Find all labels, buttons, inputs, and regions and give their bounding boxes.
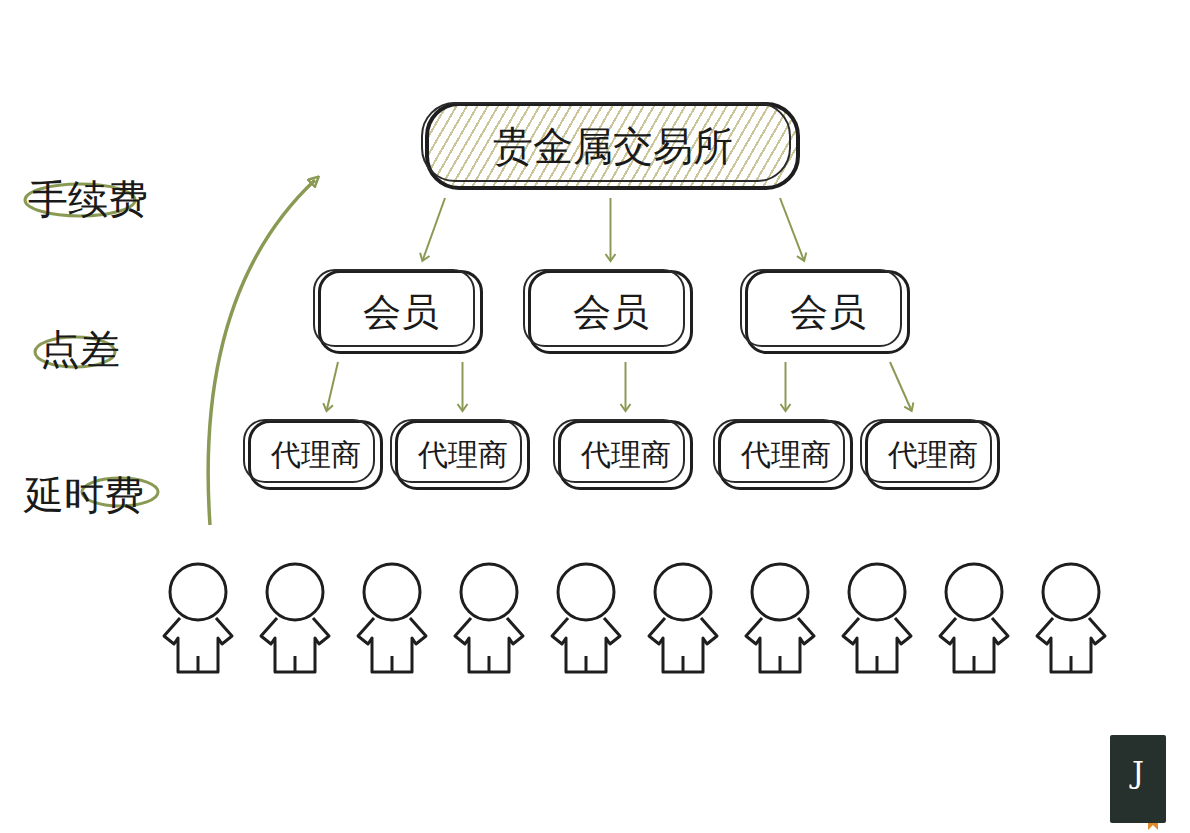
person-figure — [261, 564, 329, 672]
person-figure — [746, 564, 814, 672]
box-label: 会员 — [573, 287, 649, 338]
org-box: 代理商 — [865, 420, 1000, 490]
box-label: 代理商 — [271, 435, 361, 476]
flow-arrow — [785, 362, 787, 410]
org-box: 代理商 — [718, 420, 853, 490]
flow-arrow — [462, 362, 464, 410]
flow-arrow — [208, 180, 315, 525]
box-label: 代理商 — [741, 435, 831, 476]
org-box: 代理商 — [558, 420, 693, 490]
fee-label: 点差 — [40, 322, 120, 377]
box-label: 会员 — [790, 287, 866, 338]
org-box: 代理商 — [395, 420, 530, 490]
person-figure — [649, 564, 717, 672]
person-figure — [843, 564, 911, 672]
flow-arrow — [780, 198, 804, 260]
person-figure — [455, 564, 523, 672]
org-box: 会员 — [745, 270, 910, 354]
watermark-letter: J — [1110, 755, 1166, 790]
fee-label: 延时费 — [24, 468, 144, 523]
people-row — [164, 564, 1105, 672]
flow-arrow — [423, 198, 445, 260]
org-box: 会员 — [528, 270, 693, 354]
box-label: 代理商 — [888, 435, 978, 476]
person-figure — [164, 564, 232, 672]
box-label: 会员 — [363, 287, 439, 338]
person-figure — [1037, 564, 1105, 672]
flow-arrow — [327, 362, 338, 410]
box-label: 代理商 — [418, 435, 508, 476]
box-label: 贵金属交易所 — [493, 119, 733, 174]
flow-arrow — [890, 362, 911, 410]
person-figure — [552, 564, 620, 672]
org-box: 代理商 — [248, 420, 383, 490]
person-figure — [940, 564, 1008, 672]
fee-label: 手续费 — [28, 172, 148, 227]
org-box: 会员 — [318, 270, 483, 354]
person-figure — [358, 564, 426, 672]
exchange-box: 贵金属交易所 — [425, 102, 800, 190]
box-label: 代理商 — [581, 435, 671, 476]
flow-arrow — [625, 362, 627, 410]
flow-arrow — [610, 198, 612, 260]
